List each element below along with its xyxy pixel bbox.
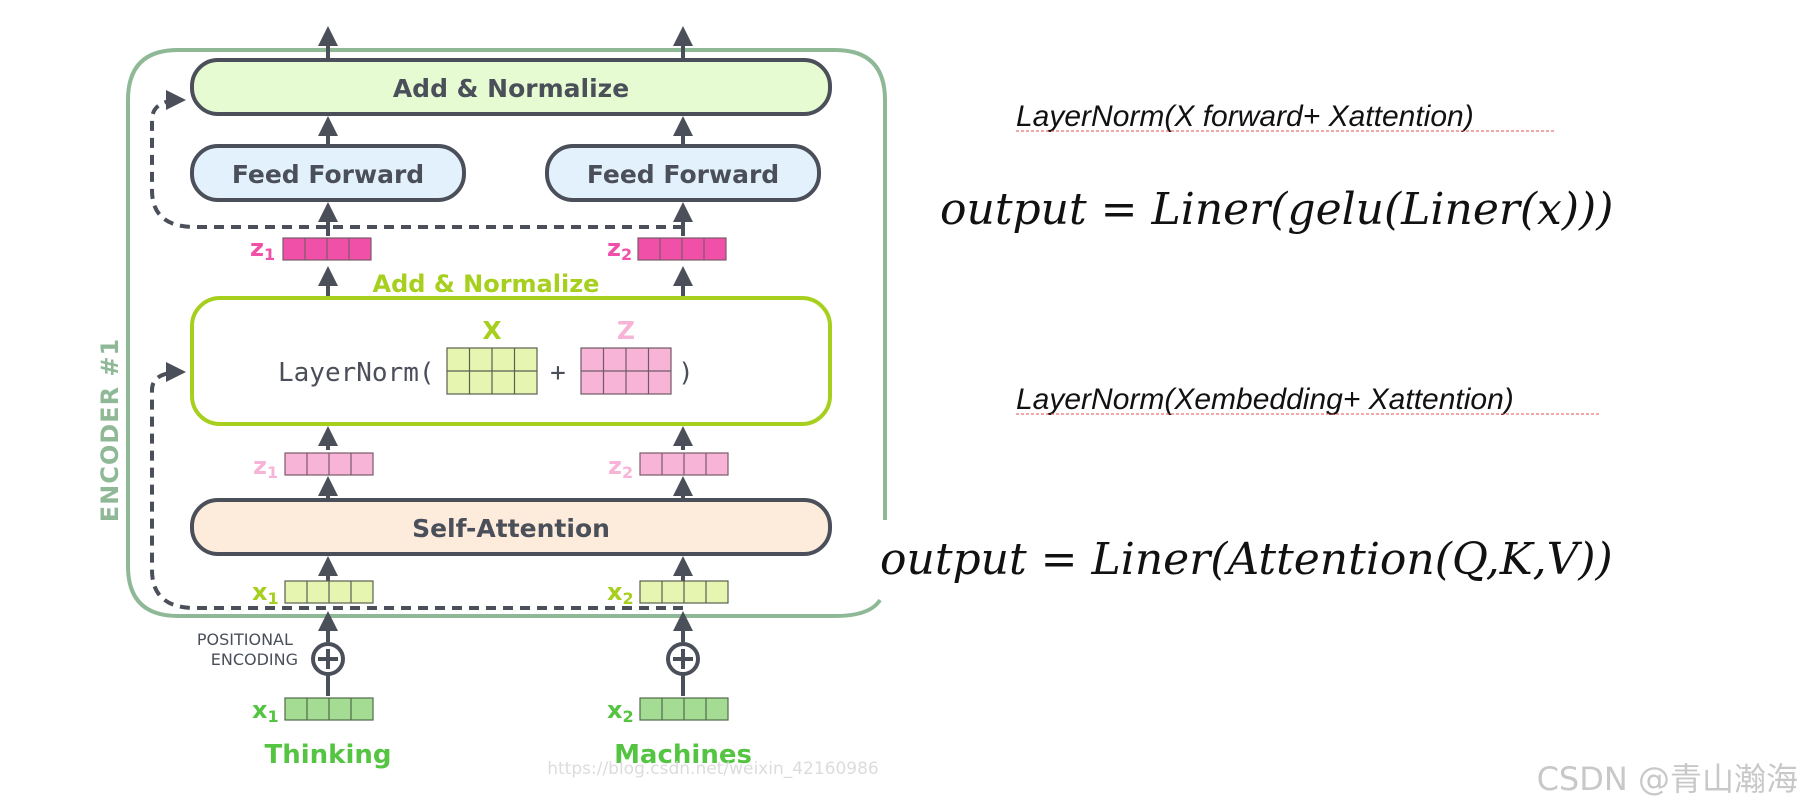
self-attention-label: Self-Attention bbox=[412, 514, 610, 543]
z1-attention-vector bbox=[284, 452, 374, 476]
close-paren: ) bbox=[678, 358, 694, 388]
x2-input-var: x2 bbox=[607, 578, 634, 608]
x-matrix-label: X bbox=[482, 316, 501, 345]
x2-embed-var: x2 bbox=[607, 696, 634, 726]
z1-output-var: z1 bbox=[250, 234, 275, 264]
formula-top: output = Liner(gelu(Liner(x))) bbox=[940, 184, 1613, 235]
residual-path-bottom bbox=[150, 362, 683, 610]
x1-input-vector bbox=[284, 580, 374, 604]
encoder-frame bbox=[126, 48, 887, 618]
x1-embed-var: x1 bbox=[252, 696, 279, 726]
feed-forward-box-1 bbox=[190, 144, 466, 202]
plus-sign: + bbox=[550, 358, 566, 388]
z2-output-vector bbox=[637, 237, 727, 261]
x1-input-var: x1 bbox=[252, 578, 279, 608]
feed-forward-label-1: Feed Forward bbox=[232, 160, 424, 189]
z2-attn-var: z2 bbox=[608, 452, 633, 482]
token-word-machines: Machines bbox=[614, 740, 752, 770]
residual-path-top bbox=[150, 90, 683, 229]
formula-bottom: output = Liner(Attention(Q,K,V)) bbox=[880, 534, 1613, 585]
x2-input-vector bbox=[639, 580, 729, 604]
add-normalize-mid-title: Add & Normalize bbox=[373, 270, 600, 298]
add-normalize-top-label: Add & Normalize bbox=[393, 74, 629, 103]
self-attention-box bbox=[190, 498, 832, 556]
token-word-thinking: Thinking bbox=[265, 740, 392, 770]
add-normalize-top-box bbox=[190, 58, 832, 116]
z2-attention-vector bbox=[639, 452, 729, 476]
encoder-label: ENCODER #1 bbox=[96, 338, 124, 522]
x-matrix bbox=[446, 347, 538, 395]
x2-embedding-vector bbox=[639, 697, 729, 721]
positional-encoding-label: POSITIONAL ENCODING bbox=[197, 630, 298, 669]
csdn-credit: CSDN @青山瀚海 bbox=[1537, 760, 1798, 798]
caption-bottom: LayerNorm(Xembedding+ Xattention) bbox=[1016, 383, 1514, 416]
z-matrix-label: Z bbox=[617, 316, 635, 345]
watermark-url: https://blog.csdn.net/weixin_42160986 bbox=[547, 759, 879, 779]
layernorm-open-text: LayerNorm( bbox=[278, 358, 435, 388]
caption-top: LayerNorm(X forward+ Xattention) bbox=[1016, 100, 1474, 133]
x1-embedding-vector bbox=[284, 697, 374, 721]
z2-output-var: z2 bbox=[607, 234, 632, 264]
z1-output-vector bbox=[282, 237, 372, 261]
z-matrix bbox=[580, 347, 672, 395]
feed-forward-label-2: Feed Forward bbox=[587, 160, 779, 189]
z1-attn-var: z1 bbox=[253, 452, 278, 482]
positional-add-icon-1 bbox=[311, 642, 345, 676]
feed-forward-box-2 bbox=[545, 144, 821, 202]
positional-add-icon-2 bbox=[666, 642, 700, 676]
